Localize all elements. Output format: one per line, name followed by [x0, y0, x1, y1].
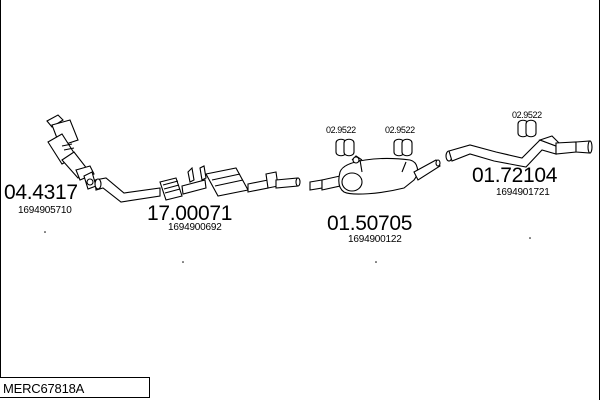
- rubber-mount-drawings: [335, 119, 537, 157]
- part-code-rear-silencer: 01.72104: [472, 164, 558, 187]
- part-code-mount-1: 02.9522: [326, 125, 356, 135]
- part-code-front-pipe: 17.00071: [147, 202, 233, 225]
- oem-number-middle-silencer: 1694900122: [348, 234, 402, 245]
- part-code-catalytic-converter: 04.4317: [4, 181, 78, 204]
- oem-number-rear-silencer: 1694901721: [496, 187, 550, 198]
- front-pipe-drawing: [94, 165, 301, 203]
- mount-3-drawing: [517, 119, 537, 138]
- oem-number-front-pipe: 1694900692: [168, 222, 222, 233]
- middle-silencer-drawing: [309, 155, 441, 195]
- rear-pipe-drawing: [445, 135, 593, 168]
- oem-number-catalytic-converter: 1694905710: [18, 205, 72, 216]
- part-code-mount-3: 02.9522: [512, 110, 542, 120]
- part-code-middle-silencer: 01.50705: [327, 212, 413, 235]
- mount-1-drawing: [335, 138, 355, 157]
- part-code-mount-2: 02.9522: [385, 125, 415, 135]
- reference-code-box: MERC67818A: [0, 377, 150, 398]
- mount-2-drawing: [393, 138, 413, 157]
- catalytic-converter-drawing: [46, 114, 97, 190]
